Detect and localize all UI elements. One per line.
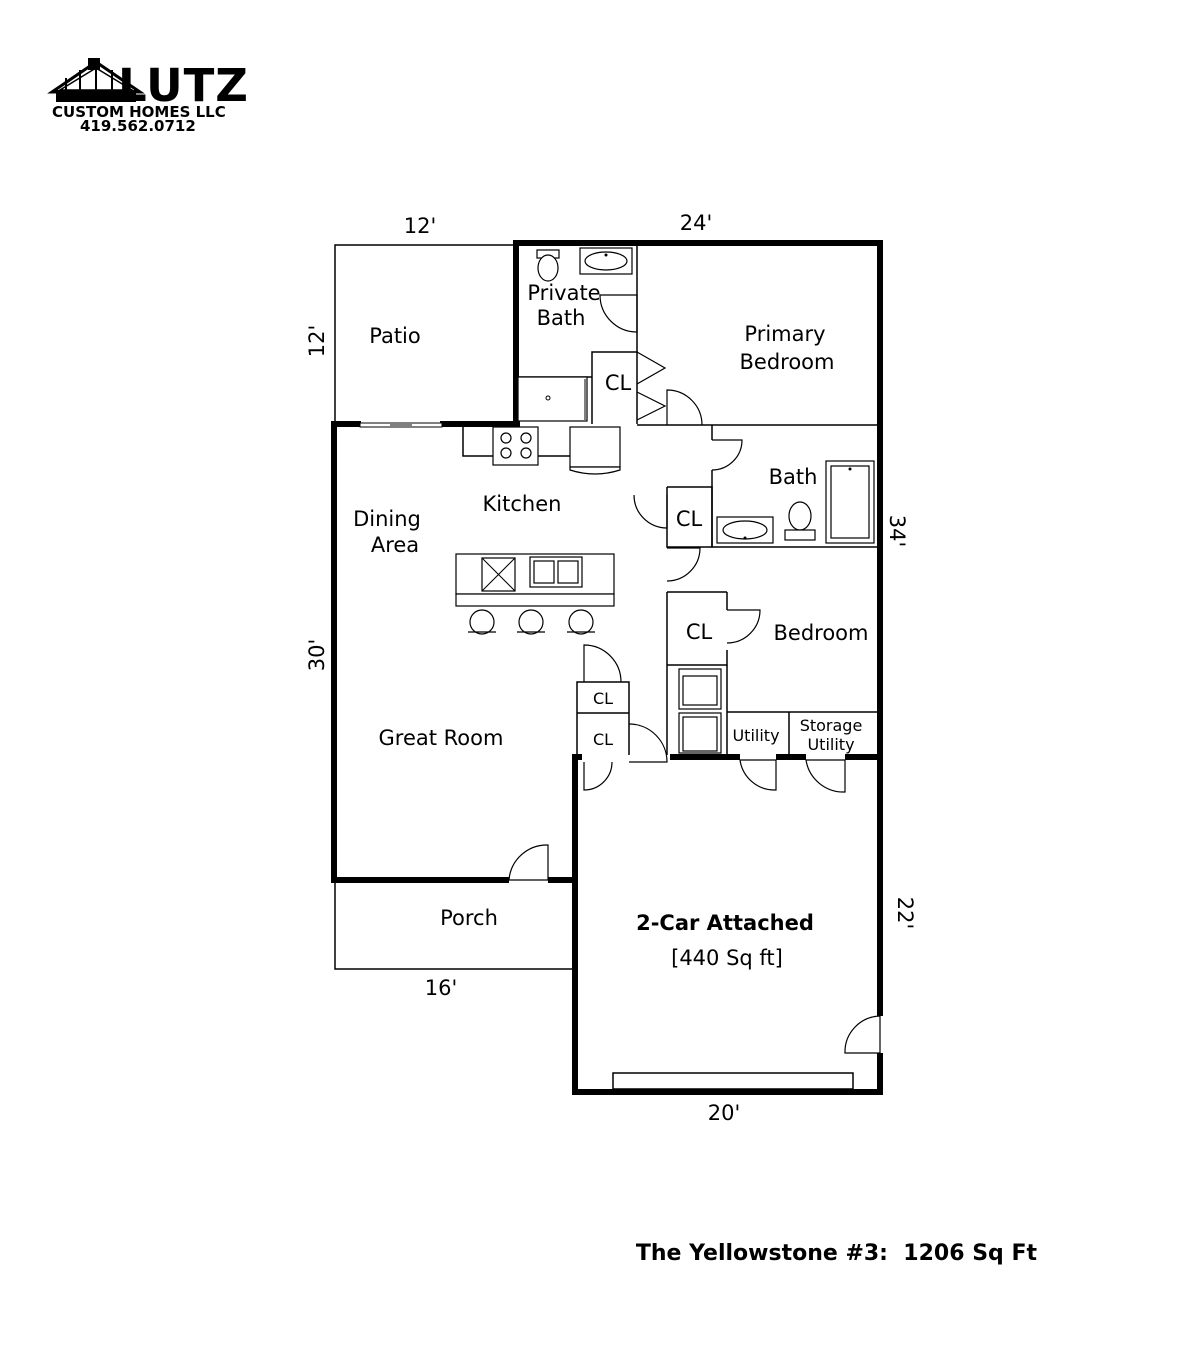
label-closet-hall-1: CL: [593, 689, 613, 708]
dimension-house-depth: 34': [885, 515, 909, 548]
dimension-garage-width: 20': [708, 1101, 741, 1125]
label-dining-line1: Dining: [353, 507, 421, 531]
sink-icon: [716, 516, 774, 544]
plan-caption: The Yellowstone #3: 1206 Sq Ft: [636, 1241, 1038, 1266]
exterior-walls: [331, 240, 883, 1095]
label-private-bath-line2: Bath: [537, 306, 586, 330]
label-garage-line2: [440 Sq ft]: [671, 946, 783, 970]
label-closet-primary: CL: [605, 371, 632, 395]
label-dining-line2: Area: [371, 533, 419, 557]
label-great-room: Great Room: [379, 726, 504, 750]
stove-icon: [462, 426, 570, 466]
washer-icon: [678, 668, 722, 710]
sliding-door: [359, 422, 443, 428]
label-porch: Porch: [440, 906, 498, 930]
label-closet-hall-2: CL: [593, 730, 613, 749]
stool-icon: [567, 609, 595, 635]
refrigerator-icon: [569, 426, 621, 475]
label-bedroom: Bedroom: [774, 621, 869, 645]
dryer-icon: [678, 712, 722, 754]
sink-icon: [579, 247, 633, 275]
label-primary-bedroom-line2: Bedroom: [740, 350, 835, 374]
dimension-house-width: 24': [680, 211, 713, 235]
label-storage-line1: Storage: [800, 716, 863, 735]
dimension-patio-depth: 12': [305, 325, 329, 358]
label-bath: Bath: [769, 465, 818, 489]
label-patio: Patio: [369, 324, 421, 348]
label-utility: Utility: [732, 726, 779, 745]
kitchen-island: [455, 553, 615, 607]
house-logo-icon: [47, 58, 145, 102]
logo-name: LUTZ: [118, 59, 249, 112]
dimension-garage-depth: 22': [893, 897, 917, 930]
label-garage-line1: 2-Car Attached: [636, 911, 814, 935]
dimension-great-room-depth: 30': [305, 639, 329, 672]
dimension-porch-width: 16': [425, 976, 458, 1000]
label-kitchen: Kitchen: [483, 492, 562, 516]
dimension-patio-width: 12': [404, 214, 437, 238]
room-labels: Patio Private Bath Primary Bedroom Bath …: [353, 281, 868, 970]
dimension-labels: 12' 24' 12' 34' 30' 16' 22' 20': [305, 211, 917, 1125]
label-closet-bath: CL: [676, 507, 703, 531]
logo-company: CUSTOM HOMES LLC: [52, 103, 226, 121]
stool-icon: [517, 609, 545, 635]
shower-icon: [517, 376, 588, 422]
toilet-icon: [784, 501, 816, 541]
doors: [359, 294, 881, 1054]
logo-phone: 419.562.0712: [80, 117, 196, 135]
toilet-icon: [536, 249, 560, 282]
label-primary-bedroom-line1: Primary: [744, 322, 825, 346]
company-logo: LUTZ CUSTOM HOMES LLC 419.562.0712: [47, 58, 249, 135]
label-private-bath-line1: Private: [527, 281, 600, 305]
stool-icon: [468, 609, 496, 635]
label-storage-line2: Utility: [807, 735, 854, 754]
label-closet-bedroom: CL: [686, 620, 713, 644]
fixtures: [455, 247, 875, 754]
bathtub-icon: [825, 460, 875, 544]
